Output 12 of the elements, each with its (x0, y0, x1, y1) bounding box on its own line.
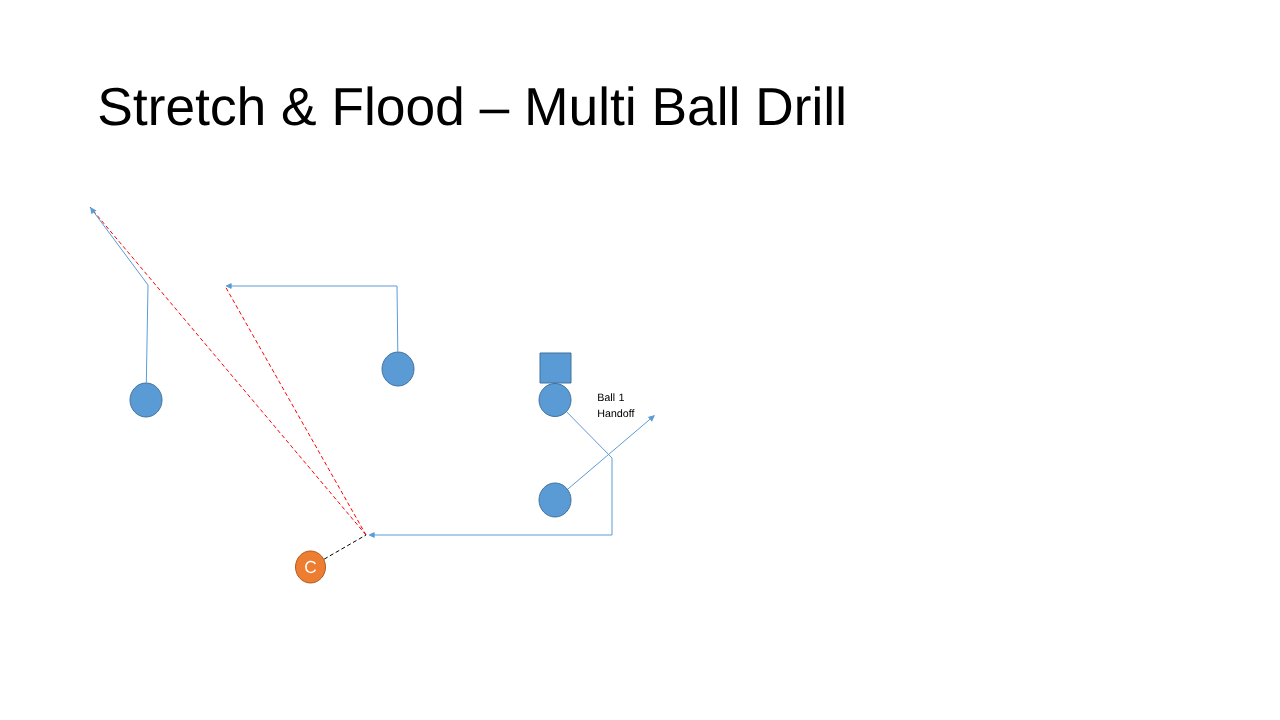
player-circle (129, 382, 163, 418)
route-arrow (225, 283, 399, 352)
route-arrow (90, 207, 149, 383)
player-circle (538, 383, 572, 417)
player-square (539, 352, 572, 384)
route-arrow (567, 415, 655, 490)
route-arrow (368, 411, 613, 538)
player-circle (538, 482, 572, 518)
edge-label: Ball 1 Handoff (598, 393, 635, 418)
title: Stretch & Flood – Multi Ball Drill (99, 86, 844, 126)
player-circle (381, 351, 415, 387)
dashed-line (323, 534, 367, 560)
